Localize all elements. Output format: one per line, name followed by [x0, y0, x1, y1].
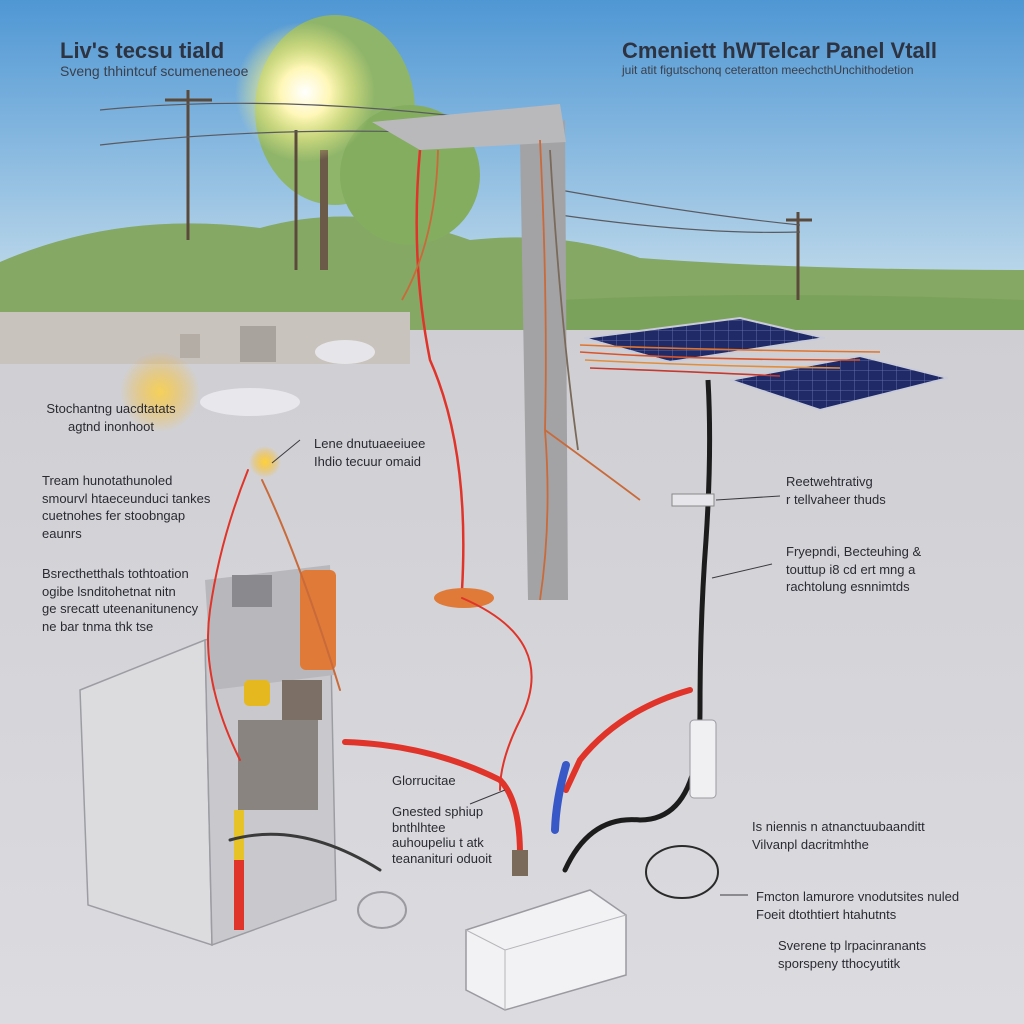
callout-right-4: Fmcton lamurore vnodutsites nuled Foeit … — [756, 889, 960, 922]
callout-center-1: Lene dnutuaeeiuee Ihdio tecuur omaid — [314, 436, 426, 469]
callout-right-1: Reetwehtrativg r tellvaheer thuds — [786, 474, 886, 507]
pole-cables — [401, 139, 641, 601]
callout-left-3: Bsrecthetthals tothtoation ogibe lsndito… — [42, 566, 199, 634]
callout-right-3: Is niennis n atnanctuubaanditt Vilvanpl … — [752, 819, 925, 852]
left-title: Liv's tecsu tiald — [60, 38, 225, 63]
breaker-cabinet — [79, 565, 337, 947]
left-subtitle: Sveng thhintcuf scumeneneoe — [60, 63, 249, 79]
panel-cable — [697, 379, 713, 711]
wall-connector — [689, 719, 717, 799]
sun-icon — [235, 22, 375, 162]
solar-panel-array — [583, 316, 949, 412]
callout-right-5: Sverene tp lrpacinranants sporspeny ttho… — [778, 938, 927, 971]
leader-lines — [271, 439, 781, 896]
junction-box — [465, 850, 627, 1011]
callout-left-1: Stochantng uacdtatats agtnd inonhoot — [46, 401, 176, 434]
callout-right-2: Fryepndi, Becteuhing & touttup i8 cd ert… — [786, 544, 922, 595]
right-subtitle: juit atit figutschonq ceteratton meechct… — [622, 63, 914, 77]
callout-center-2: Glorrucitae Gnested sphiup bnthlhtee auh… — [392, 773, 492, 866]
utility-pole-left — [165, 90, 812, 300]
callout-left-2: Tream hunotathunoled smourvl htaeceunduc… — [42, 473, 211, 541]
panel-harness — [579, 344, 881, 377]
glow-light — [120, 352, 200, 432]
right-title: Cmeniett hWTelcar Panel Vtall — [622, 38, 938, 63]
mounting-bracket — [671, 493, 715, 507]
